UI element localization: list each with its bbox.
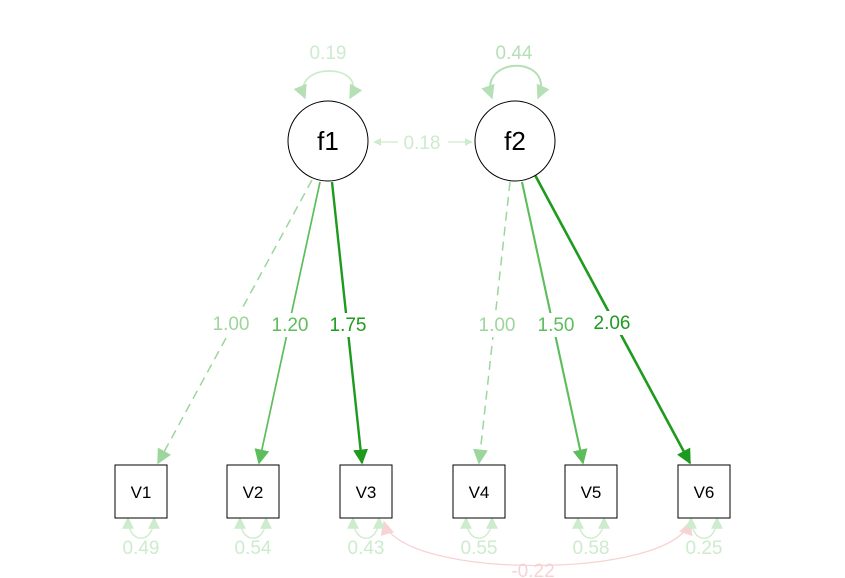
- observed-label-v3: V3: [356, 483, 377, 502]
- loading-label-f2-v5: 1.50: [538, 315, 575, 336]
- factor-covariance-label: 0.18: [404, 133, 441, 154]
- latent-node-f2: f2: [474, 100, 556, 182]
- loading-label-f1-v1: 1.00: [213, 314, 250, 335]
- loading-label-f2-v6: 2.06: [594, 313, 631, 334]
- loading-f1-v1: [157, 179, 313, 465]
- observed-label-v6: V6: [694, 483, 715, 502]
- observed-label-v4: V4: [469, 483, 490, 502]
- residual-label-v3: 0.43: [348, 538, 385, 559]
- variance-loop-f2: [481, 64, 550, 100]
- residual-arrows: [122, 516, 723, 539]
- variance-loop-f1: [293, 70, 363, 100]
- observed-node-v1: V1: [114, 464, 168, 519]
- observed-label-v5: V5: [581, 483, 602, 502]
- observed-node-v2: V2: [226, 464, 280, 519]
- variance-label-f2: 0.44: [496, 43, 533, 64]
- residual-label-v2: 0.54: [235, 538, 272, 559]
- latent-label-f1: f1: [317, 126, 339, 156]
- latent-label-f2: f2: [504, 126, 526, 156]
- observed-label-v1: V1: [131, 483, 152, 502]
- loading-label-f1-v3: 1.75: [330, 315, 367, 336]
- residual-label-v4: 0.55: [461, 538, 498, 559]
- residual-covariance-label: -0.22: [511, 561, 554, 578]
- observed-node-v3: V3: [339, 464, 393, 519]
- residual-label-v6: 0.25: [686, 538, 723, 559]
- residual-label-v1: 0.49: [123, 538, 160, 559]
- residual-covariance-v3-v6: [380, 520, 693, 567]
- observed-node-v5: V5: [564, 464, 618, 519]
- loading-label-f2-v4: 1.00: [479, 315, 516, 336]
- observed-node-v4: V4: [452, 464, 506, 519]
- loading-label-f1-v2: 1.20: [272, 315, 309, 336]
- latent-node-f1: f1: [287, 100, 369, 182]
- variance-label-f1: 0.19: [310, 43, 347, 64]
- observed-label-v2: V2: [243, 483, 264, 502]
- observed-node-v6: V6: [677, 464, 731, 519]
- residual-label-v5: 0.58: [573, 538, 610, 559]
